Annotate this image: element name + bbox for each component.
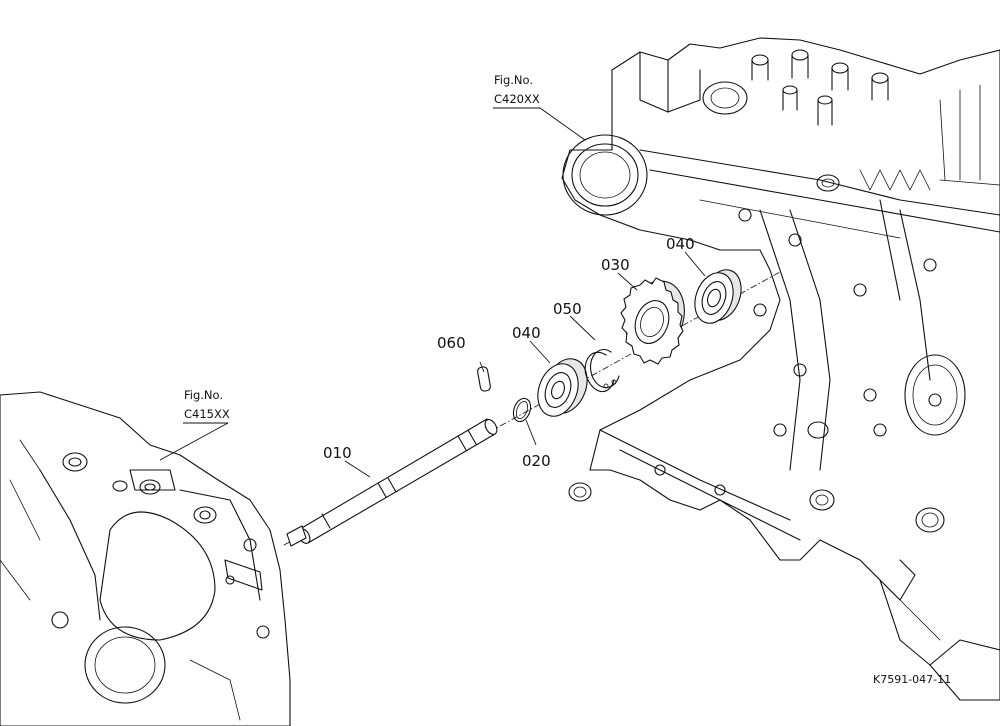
gear-030 xyxy=(620,277,685,365)
label-020: 020 xyxy=(522,452,551,470)
label-010: 010 xyxy=(323,444,352,462)
label-040-left: 040 xyxy=(512,324,541,342)
leader-lines xyxy=(159,107,706,478)
label-060: 060 xyxy=(437,334,466,352)
pin-060 xyxy=(477,366,491,392)
fig-ref-c420xx-line1: Fig.No. xyxy=(494,73,533,87)
label-040-right: 040 xyxy=(666,235,695,253)
circlip-050 xyxy=(584,349,620,393)
label-050: 050 xyxy=(553,300,582,318)
bearing-040-right xyxy=(694,269,742,324)
transmission-case-right xyxy=(561,37,1000,701)
transmission-case-left xyxy=(0,391,291,726)
fig-ref-c415xx-line2: C415XX xyxy=(184,407,230,421)
label-030: 030 xyxy=(601,256,630,274)
fig-ref-c415xx-line1: Fig.No. xyxy=(184,388,223,402)
fig-ref-c420xx-line2: C420XX xyxy=(494,92,540,106)
drawing-id: K7591-047-11 xyxy=(873,673,951,686)
shaft-010 xyxy=(286,418,498,547)
snap-ring-020 xyxy=(512,397,532,423)
bearing-040-left xyxy=(537,358,588,417)
